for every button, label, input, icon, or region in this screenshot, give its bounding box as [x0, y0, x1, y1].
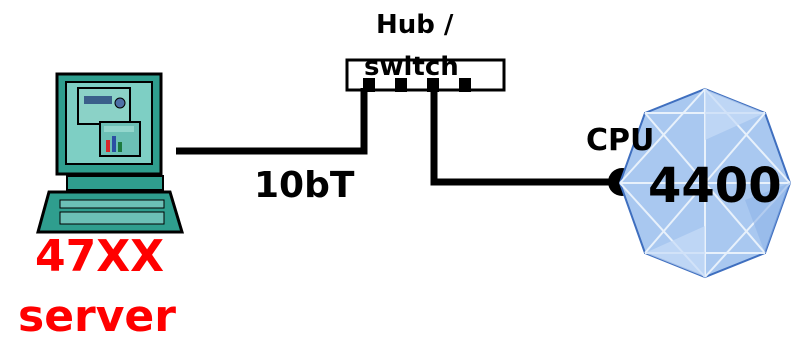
desktop-computer-icon	[36, 72, 185, 234]
hub-label-line1: Hub /	[376, 10, 454, 40]
server-label-line2: server	[18, 291, 176, 342]
cpu-model-label: 4400	[648, 158, 782, 214]
cable-server-to-hub	[176, 88, 368, 155]
hub-label-line2: switch	[364, 52, 459, 82]
link-label: 10bT	[254, 165, 355, 206]
server-label-line1: 47XX	[35, 231, 165, 282]
cpu-label: CPU	[586, 123, 655, 158]
cable-hub-to-cpu	[430, 88, 622, 186]
faceted-polygon-icon	[618, 87, 792, 279]
